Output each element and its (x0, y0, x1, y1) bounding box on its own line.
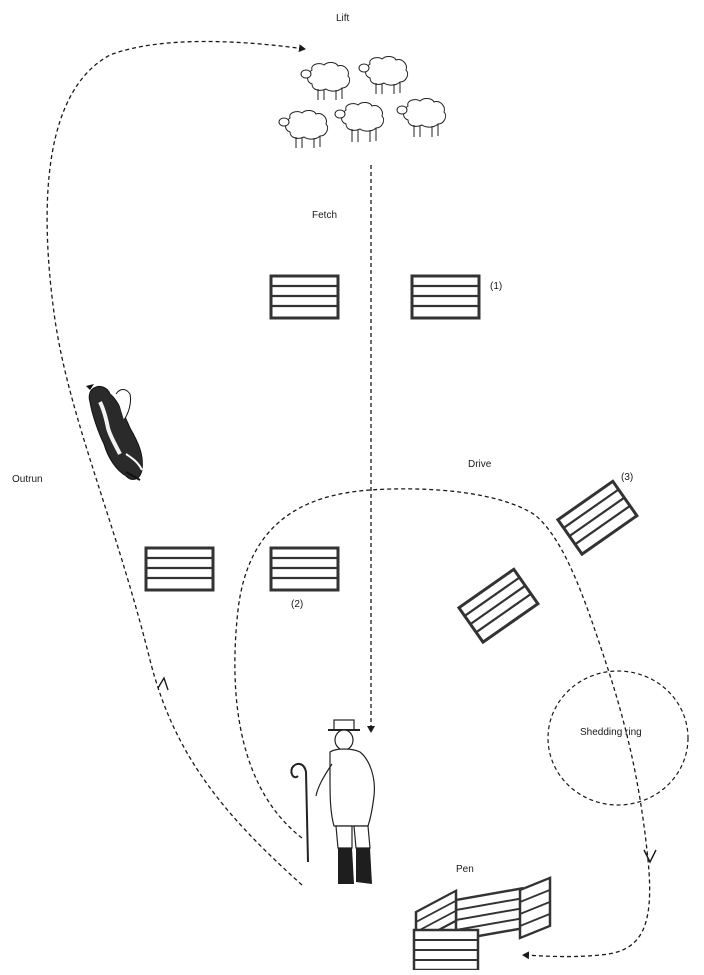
sheep-flock (278, 56, 447, 148)
label-fetch: Fetch (312, 210, 338, 221)
label-gate-2: (2) (291, 599, 304, 610)
label-pen: Pen (456, 864, 474, 875)
gate-icon (456, 567, 540, 645)
dog-icon (86, 384, 143, 481)
drive-path (234, 488, 651, 960)
gate-icon (269, 546, 340, 592)
gate-icon (555, 479, 639, 557)
gate-icon (410, 274, 481, 320)
pen-icon (412, 876, 552, 972)
sheep-icon (300, 62, 351, 100)
sheep-icon (396, 98, 447, 137)
label-outrun: Outrun (12, 474, 43, 485)
drive-direction-arrow (643, 849, 657, 864)
outrun-direction-arrow (157, 676, 169, 691)
label-gate-3: (3) (621, 472, 634, 483)
label-drive: Drive (468, 459, 492, 470)
label-shedding-ring: Shedding ring (580, 727, 642, 738)
label-gate-1: (1) (490, 281, 503, 292)
sheep-icon (358, 56, 409, 94)
shedding-ring (547, 670, 689, 806)
sheep-icon (334, 102, 385, 142)
gate-icon (144, 546, 215, 592)
sheep-icon (278, 110, 329, 148)
label-lift: Lift (336, 13, 350, 24)
shepherd-icon (290, 719, 375, 884)
gate-icon (269, 274, 340, 320)
outrun-path (46, 40, 306, 886)
